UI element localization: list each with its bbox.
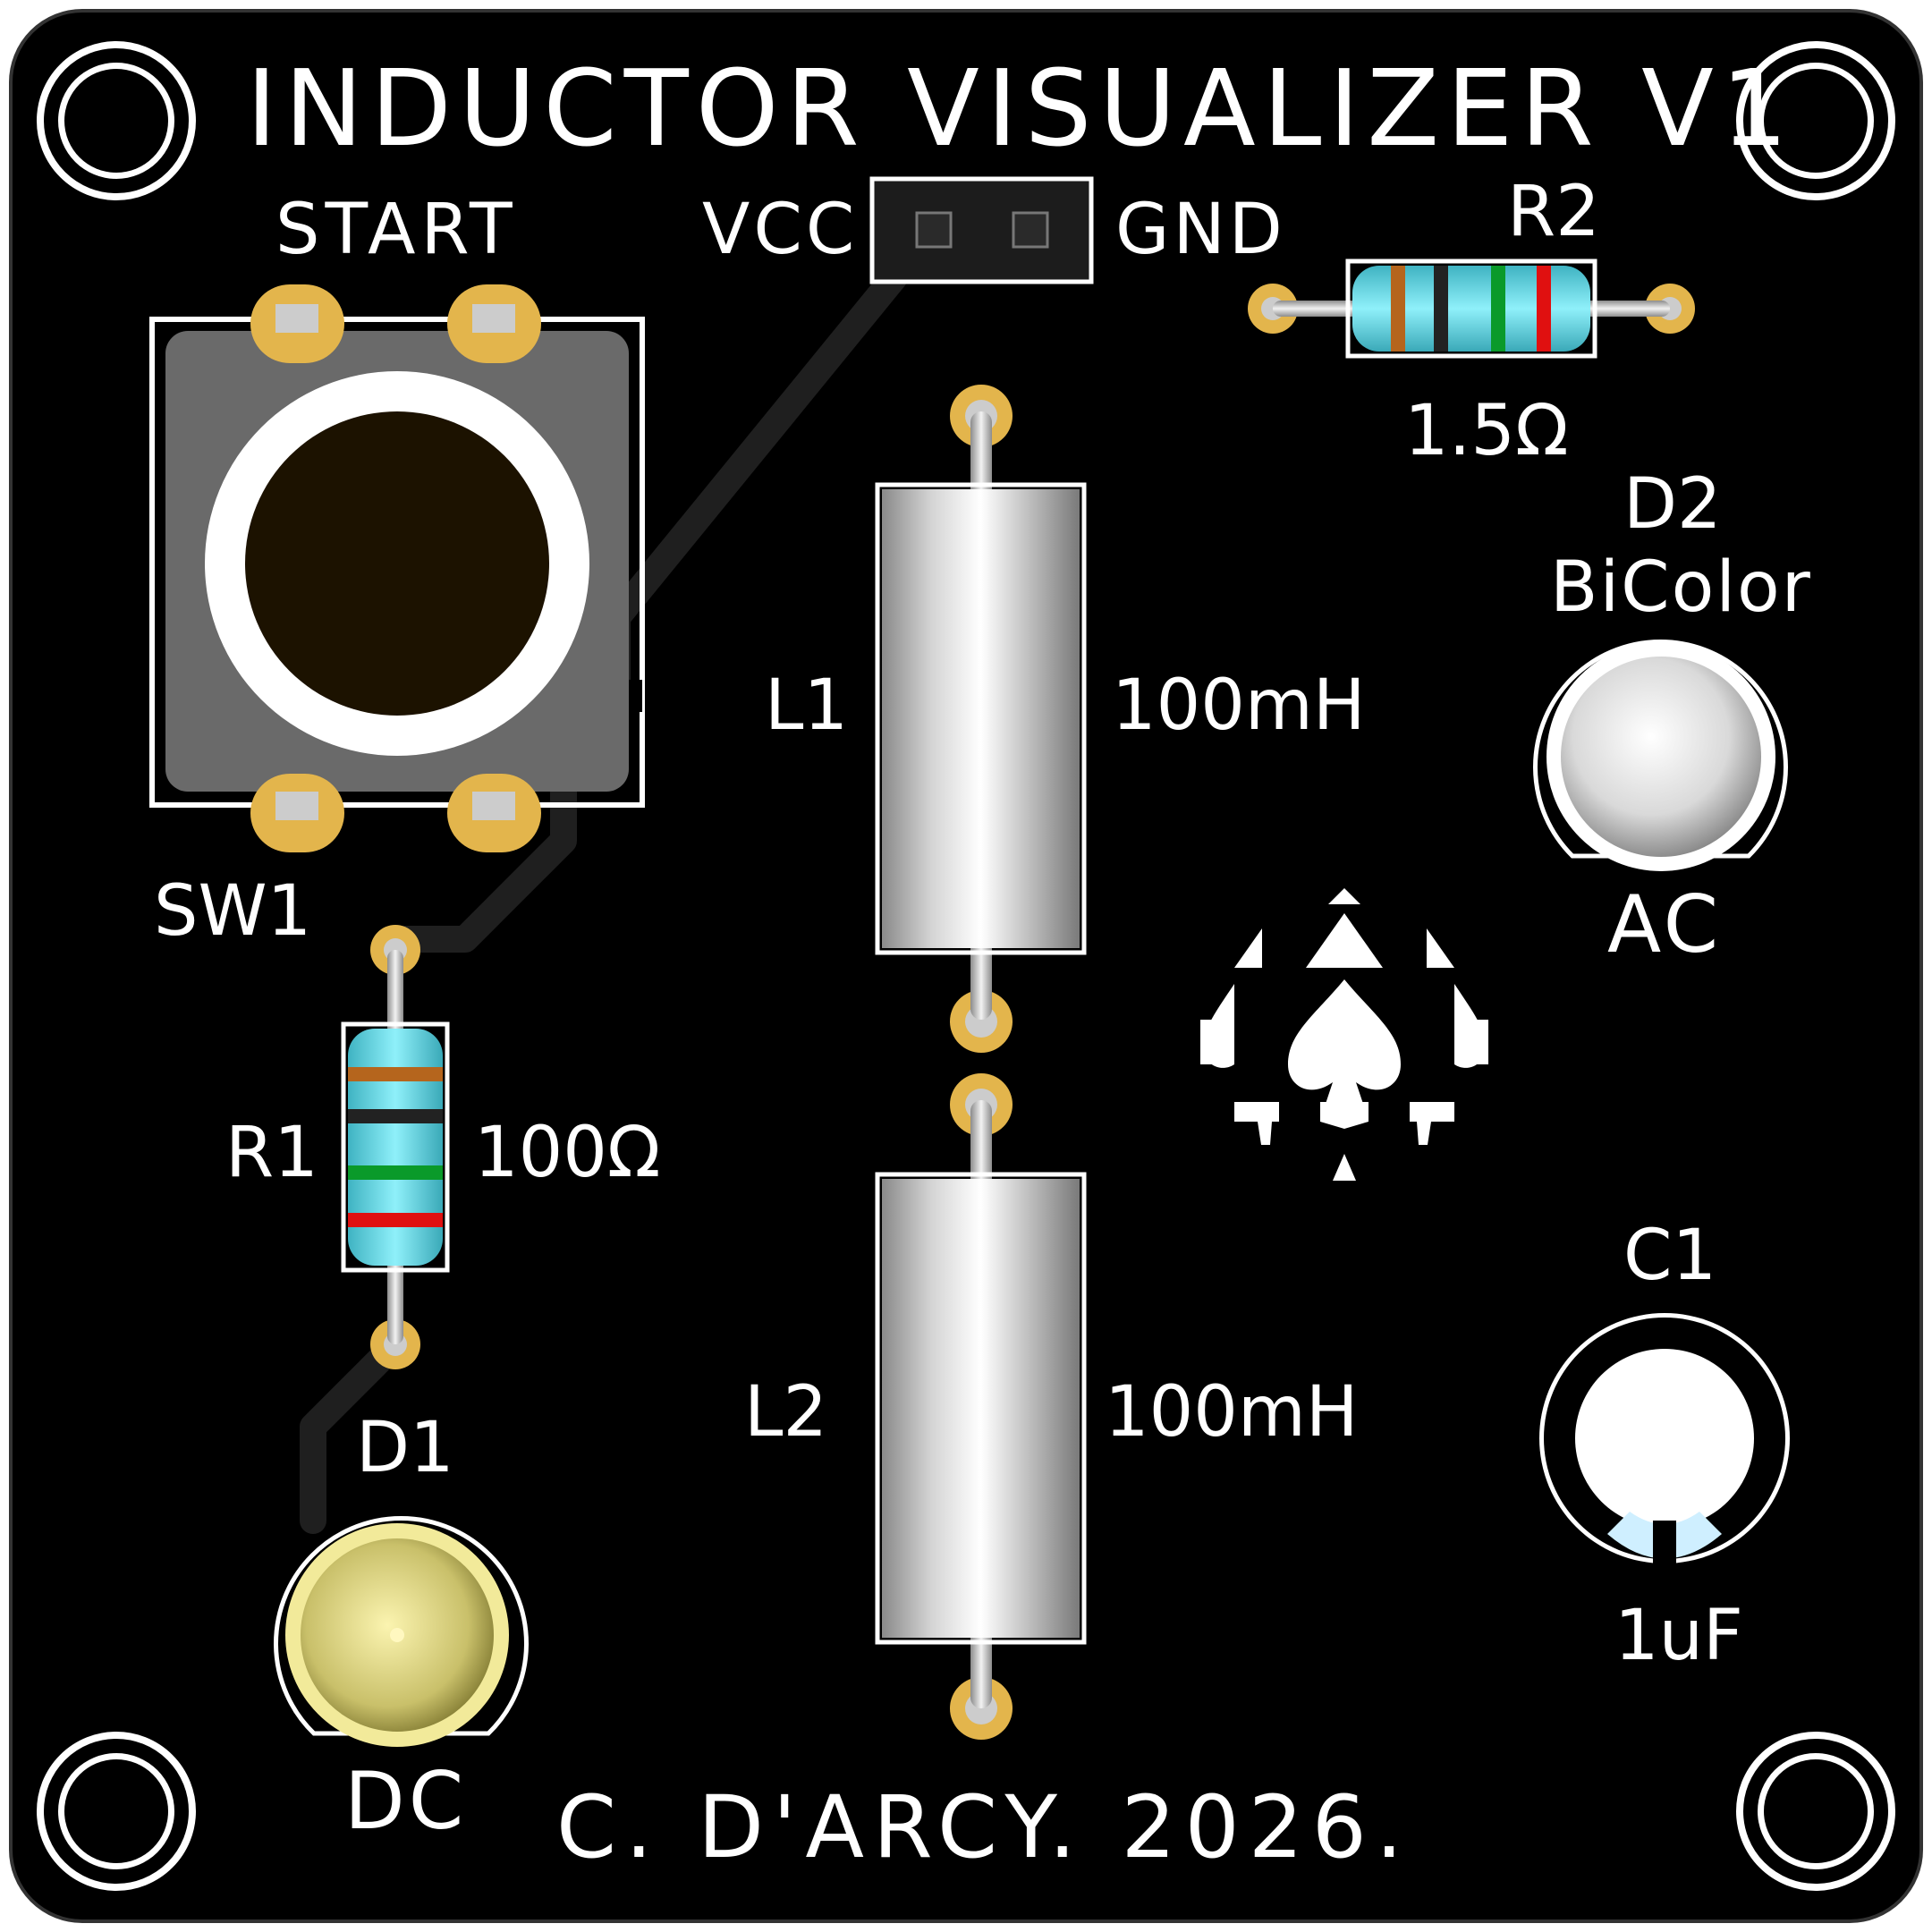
- switch-label-start: START: [275, 190, 518, 270]
- d2-label-ac: AC: [1607, 878, 1723, 970]
- d2-ref: D2: [1623, 464, 1722, 545]
- gnd-label: GND: [1115, 190, 1286, 270]
- spade-icon: [1200, 888, 1488, 1181]
- inductor-l1: [875, 385, 1087, 1053]
- vcc-label: VCC: [702, 190, 859, 270]
- r1-ref: R1: [225, 1113, 318, 1193]
- switch-button-cap: [245, 411, 549, 716]
- mounting-hole-bottom-left: [37, 1732, 196, 1891]
- c1-value: 1uF: [1614, 1596, 1743, 1676]
- board-credit: C. D'ARCY. 2026.: [556, 1777, 1412, 1877]
- d2-type: BiColor: [1550, 547, 1812, 628]
- board-title: INDUCTOR VISUALIZER V1: [246, 47, 1795, 170]
- d1-ref: D1: [356, 1408, 454, 1488]
- l1-ref: L1: [765, 665, 849, 746]
- led-d2-bicolor: [1533, 640, 1788, 871]
- l1-value: 100mH: [1112, 665, 1366, 746]
- led-d1: [274, 1516, 529, 1747]
- d1-label-dc: DC: [344, 1755, 468, 1847]
- mounting-holes: [37, 41, 1895, 1891]
- r1-value: 100Ω: [474, 1113, 661, 1193]
- switch-pads: [250, 284, 541, 852]
- inductor-l2: [875, 1073, 1087, 1740]
- mounting-hole-top-left: [37, 41, 196, 200]
- capacitor-c1: [1539, 1313, 1790, 1563]
- mounting-hole-bottom-right: [1736, 1732, 1895, 1891]
- resistor-r1: [341, 925, 450, 1369]
- c1-ref: C1: [1623, 1216, 1717, 1296]
- l2-ref: L2: [744, 1372, 828, 1453]
- r2-value: 1.5Ω: [1404, 391, 1569, 471]
- l2-value: 100mH: [1105, 1372, 1359, 1453]
- start-switch[interactable]: [149, 284, 645, 852]
- switch-ref: SW1: [154, 871, 312, 952]
- mounting-hole-top-right: [1736, 41, 1895, 200]
- power-connector[interactable]: [869, 176, 1094, 284]
- r2-ref: R2: [1507, 172, 1600, 252]
- resistor-r2: [1248, 258, 1695, 359]
